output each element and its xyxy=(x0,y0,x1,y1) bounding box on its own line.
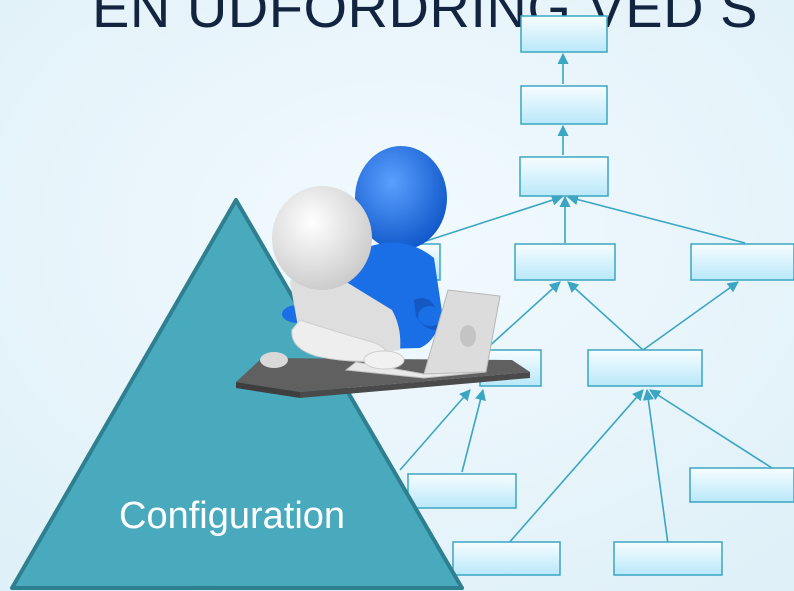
connector-arrow xyxy=(567,281,644,351)
connector-arrow xyxy=(566,194,746,244)
connector-arrow xyxy=(649,389,773,469)
connector-arrow xyxy=(642,281,739,351)
hierarchy-node xyxy=(519,156,609,197)
triangle-label: Configuration xyxy=(119,495,346,537)
connector-arrow xyxy=(399,389,471,471)
hierarchy-node xyxy=(520,15,608,53)
white-person-icon xyxy=(260,186,405,370)
hierarchy-node xyxy=(452,541,561,576)
hierarchy-node xyxy=(689,467,794,503)
hierarchy-node xyxy=(520,85,608,125)
connector-arrow xyxy=(461,388,486,473)
laptop-icon xyxy=(344,289,501,379)
hierarchy-node xyxy=(407,473,517,509)
hierarchy-node xyxy=(587,349,703,387)
connector-arrow xyxy=(507,389,644,545)
connector-arrow xyxy=(642,388,669,545)
connector-arrow xyxy=(484,281,561,351)
hierarchy-node xyxy=(613,541,723,576)
connector-arrow xyxy=(419,194,564,244)
hierarchy-node xyxy=(514,243,616,281)
hierarchy-node xyxy=(690,243,794,281)
slide-title: EN UDFORDRING VED S xyxy=(92,0,758,39)
